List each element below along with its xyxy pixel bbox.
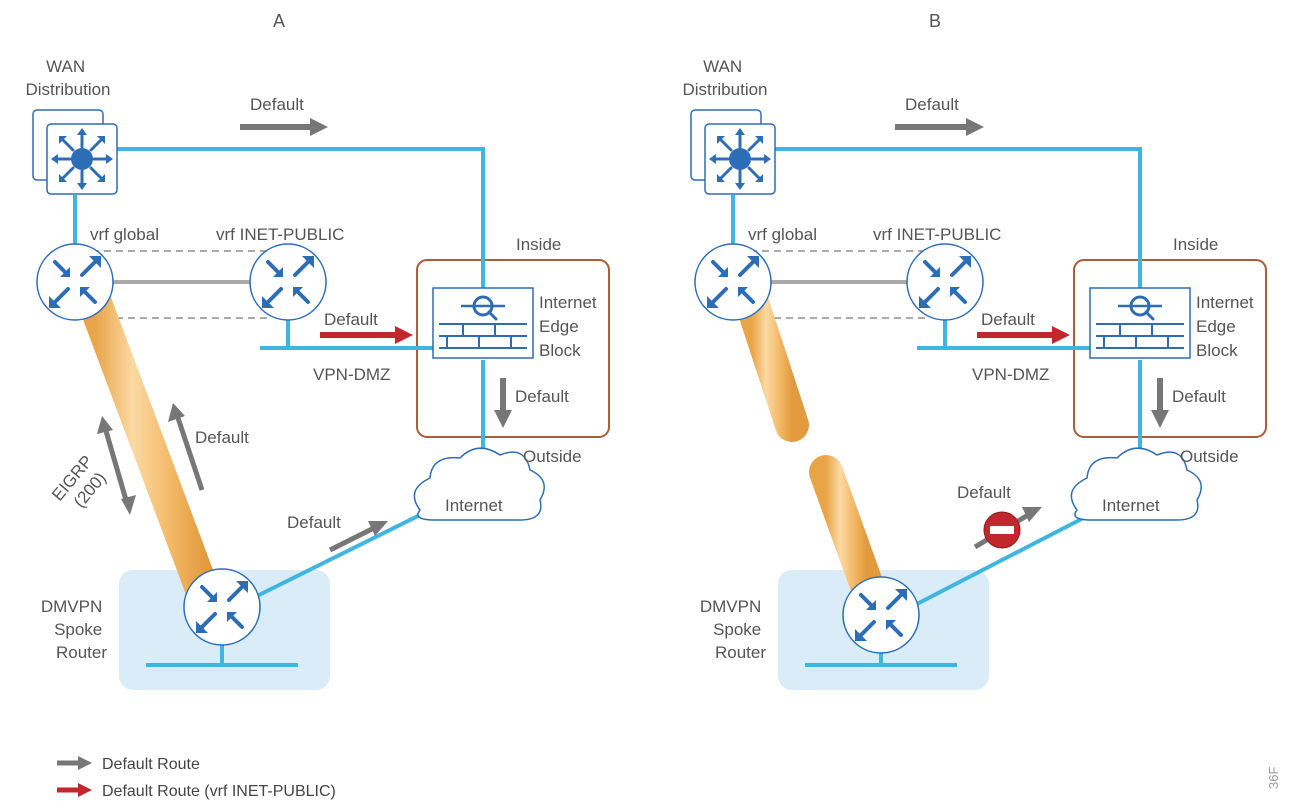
legend: Default Route Default Route (vrf INET-PU…: [57, 756, 336, 800]
firewall-icon: [431, 286, 535, 360]
spoke-router-icon: [182, 567, 262, 647]
legend-gray-arrow-icon: [57, 756, 92, 770]
default-route-arrow-down: [494, 378, 512, 428]
vrf-global-label: vrf global: [90, 225, 159, 244]
legend-item-default-route: Default Route: [102, 756, 200, 773]
internet-cloud-icon: [413, 447, 545, 521]
legend-item-default-route-vrf: Default Route (vrf INET-PUBLIC): [102, 783, 336, 800]
no-entry-icon: [983, 511, 1021, 549]
internet-edge-block-label: Internet Edge Block: [1196, 293, 1258, 360]
default-route-arrow-spoke: [328, 521, 388, 553]
legend-red-arrow-icon: [57, 783, 92, 797]
spoke-to-internet-link: [254, 503, 441, 599]
inside-label: Inside: [1173, 235, 1218, 254]
panel-b: B: [682, 11, 1267, 690]
firewall-icon: [1088, 286, 1192, 360]
panel-title: A: [273, 11, 285, 31]
wan-distribution-label: WAN Distribution: [25, 57, 110, 99]
links: [731, 147, 1142, 667]
default-down-label: Default: [515, 387, 569, 406]
outside-label: Outside: [1180, 447, 1239, 466]
spoke-router-icon: [841, 575, 921, 655]
internet-label: Internet: [1102, 496, 1160, 515]
figure-id: 36F: [1266, 767, 1281, 789]
default-route-arrow-top: [240, 118, 328, 136]
default-top-label: Default: [250, 95, 304, 114]
wan-to-firewall-link: [108, 147, 485, 300]
inside-label: Inside: [516, 235, 561, 254]
vrf-inet-public-label: vrf INET-PUBLIC: [873, 225, 1001, 244]
default-red-label: Default: [324, 310, 378, 329]
default-route-arrow-tunnel: [168, 403, 205, 491]
wan-distribution-switch-icon: [689, 108, 777, 196]
wan-distribution-label: WAN Distribution: [682, 57, 767, 99]
panel-a: A: [25, 11, 610, 690]
vrf-router-icon: [905, 242, 985, 322]
default-top-label: Default: [905, 95, 959, 114]
vpn-dmz-label: VPN-DMZ: [313, 365, 390, 384]
links: [73, 147, 485, 667]
global-router-icon: [35, 242, 115, 322]
eigrp-label: EIGRP (200): [48, 448, 115, 518]
dmvpn-tunnel: [78, 286, 222, 614]
wan-distribution-line1: WAN: [46, 57, 85, 76]
default-red-label: Default: [981, 310, 1035, 329]
wan-to-firewall-link: [766, 147, 1142, 300]
default-route-arrow-top: [895, 118, 984, 136]
default-blocked-label: Default: [957, 483, 1011, 502]
dmvpn-tunnel-lower-segment: [809, 455, 883, 600]
vpn-dmz-label: VPN-DMZ: [972, 365, 1049, 384]
default-down-label: Default: [1172, 387, 1226, 406]
default-spoke-label: Default: [287, 513, 341, 532]
internet-label: Internet: [445, 496, 503, 515]
wan-distribution-switch-icon: [31, 108, 119, 196]
internet-edge-block-label: Internet Edge Block: [539, 293, 601, 360]
dmvpn-spoke-router-label: DMVPN Spoke Router: [41, 597, 107, 662]
internet-cloud-icon: [1070, 447, 1202, 521]
eigrp-bidirectional-arrow: [97, 416, 136, 515]
panel-title: B: [929, 11, 941, 31]
vrf-default-arrow: [977, 326, 1070, 344]
vrf-default-arrow: [320, 326, 413, 344]
default-tunnel-label: Default: [195, 428, 249, 447]
wan-distribution-line2: Distribution: [25, 80, 110, 99]
dmvpn-tunnel-upper-segment: [735, 286, 809, 442]
global-router-icon: [693, 242, 773, 322]
outside-label: Outside: [523, 447, 582, 466]
spoke-to-internet-link: [914, 510, 1096, 607]
vrf-router-icon: [248, 242, 328, 322]
vrf-inet-public-label: vrf INET-PUBLIC: [216, 225, 344, 244]
vrf-global-label: vrf global: [748, 225, 817, 244]
default-route-arrow-down: [1151, 378, 1169, 428]
dmvpn-spoke-router-label: DMVPN Spoke Router: [700, 597, 766, 662]
